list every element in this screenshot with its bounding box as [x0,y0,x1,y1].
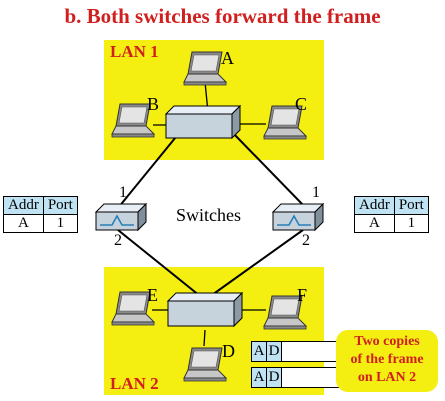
link-left-switch-lan2 [117,229,206,301]
lan-2-switch [166,291,244,328]
link-lan1-left-switch [117,131,181,209]
right-table-header-port: Port [393,196,429,215]
right-switch-port-2: 2 [302,232,310,249]
frame-copy-2-payload [282,368,340,387]
station-c-label: C [295,94,308,114]
left-table-addr: A [3,214,44,233]
station-d-label: D [222,341,235,361]
lan-2-label: LAN 2 [110,374,159,393]
left-switch-port-1: 1 [119,184,127,201]
lan-1-switch [164,104,242,140]
left-table-port: 1 [42,214,78,233]
left-table-header-port: Port [42,196,78,215]
station-e-label: E [147,285,158,305]
link-lan1-right-switch [231,131,305,207]
note-line-1: Two copies [354,334,420,349]
switches-label: Switches [176,205,241,225]
right-table-port: 1 [393,214,429,233]
note-highlight [336,330,438,392]
frame-copy-1-payload [282,342,340,361]
frame-copy-1: A D [251,341,341,362]
right-switch-port-1: 1 [312,184,320,201]
right-table-addr: A [354,214,395,233]
note-line-3: on LAN 2 [357,370,417,385]
note-text: Two copies of the frame on LAN 2 [336,333,438,387]
figure-title: b. Both switches forward the frame [64,4,381,28]
station-b-label: B [147,94,160,114]
left-switch-table: Addr Port A 1 [3,196,78,233]
right-bridge-switch [271,202,325,232]
right-switch-table: Addr Port A 1 [354,196,429,233]
station-a-label: A [221,48,234,68]
frame-copy-2: A D [251,367,341,388]
left-bridge-switch [94,202,148,232]
frame-copy-1-src: D [267,342,282,361]
note-line-2: of the frame [350,352,424,367]
station-a-laptop [183,51,227,86]
left-table-header-addr: Addr [3,196,44,215]
left-switch-port-2: 2 [114,232,122,249]
link-d-switch [203,329,206,347]
link-right-switch-lan2 [204,229,304,301]
frame-copy-2-dst: A [252,368,267,387]
station-d-laptop [183,347,227,382]
frame-copy-1-dst: A [252,342,267,361]
lan-1-label: LAN 1 [110,42,159,61]
station-f-label: F [297,285,308,305]
frame-copy-2-src: D [267,368,282,387]
right-table-header-addr: Addr [354,196,395,215]
